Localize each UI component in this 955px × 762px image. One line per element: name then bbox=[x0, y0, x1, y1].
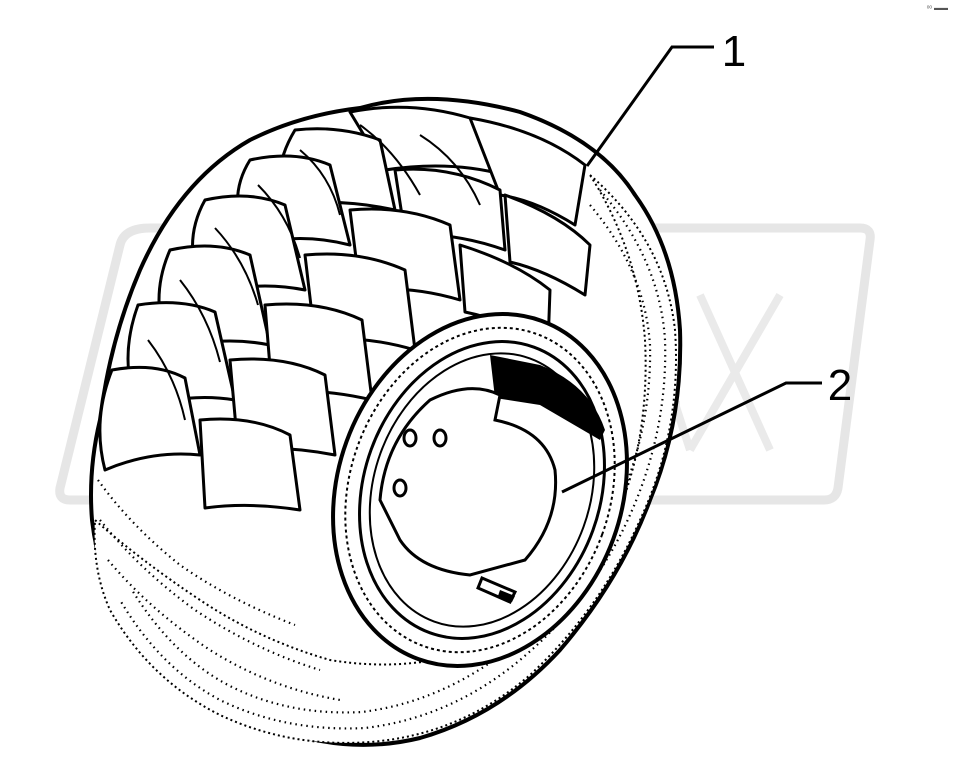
rim bbox=[358, 340, 606, 640]
leader-line-1 bbox=[585, 45, 714, 167]
wheel-disc bbox=[378, 387, 558, 577]
callout-label-2: 2 bbox=[828, 361, 852, 410]
corner-mark: ᵒᵒ ▬▬ bbox=[927, 5, 948, 12]
callout-label-1: 1 bbox=[722, 27, 746, 76]
rim-shadow bbox=[490, 355, 605, 440]
rim-flange bbox=[368, 352, 596, 628]
callout-2: 2 bbox=[561, 361, 852, 494]
leader-line-2 bbox=[561, 381, 822, 494]
valve-stem bbox=[476, 576, 518, 604]
callout-1: 1 bbox=[585, 27, 746, 167]
bolt-holes bbox=[392, 428, 448, 498]
tire-tread bbox=[98, 105, 592, 512]
